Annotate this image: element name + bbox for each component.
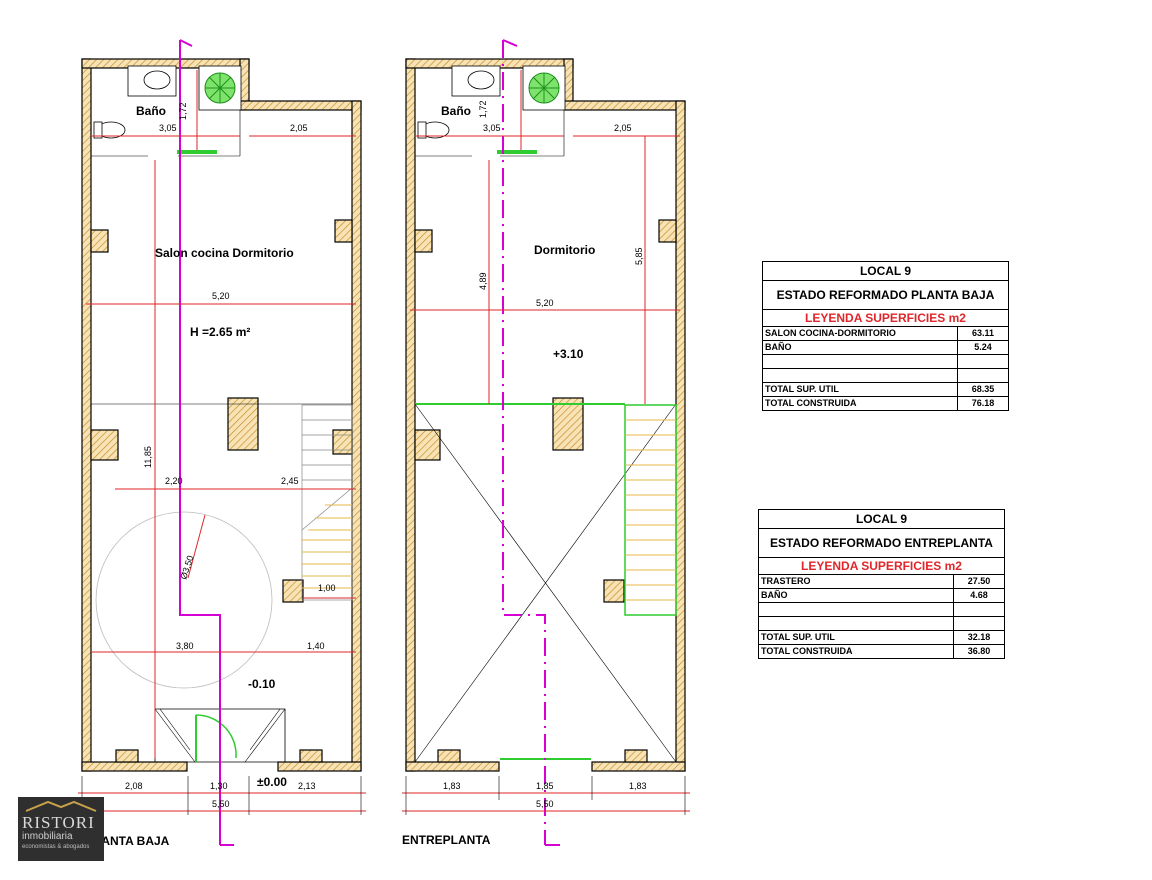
row-label: BAÑO (763, 341, 958, 354)
turning-circle (95, 511, 273, 689)
dim-mezz-183b: 1,83 (629, 781, 647, 791)
dim-ground-172: 1,72 (178, 102, 188, 120)
logo-sub: inmobiliaria (22, 831, 73, 842)
ground-bathroom (91, 65, 242, 157)
dim-mezz-585: 5,85 (634, 247, 644, 265)
ground-main-room-label: Salon cocina Dormitorio (155, 246, 294, 260)
table-row: BAÑO 5.24 (763, 341, 1008, 355)
table-title: LOCAL 9 (759, 510, 1004, 529)
table-row (763, 355, 1008, 369)
house-roof-icon (25, 800, 97, 812)
table-title: LOCAL 9 (763, 262, 1008, 281)
table-row: TOTAL SUP. UTIL 68.35 (763, 383, 1008, 397)
row-value: 5.24 (974, 342, 992, 352)
logo-small: economistas & abogados (22, 844, 90, 850)
ground-staircase (301, 404, 353, 601)
mezz-level-label: +3.10 (553, 347, 584, 361)
mezz-walls (405, 58, 686, 772)
table-legend: LEYENDA SUPERFICIES m2 (763, 310, 1008, 327)
mezz-plan-caption: ENTREPLANTA (402, 833, 491, 847)
row-label: BAÑO (759, 589, 954, 602)
dim-mezz-205: 2,05 (614, 123, 632, 133)
table-legend: LEYENDA SUPERFICIES m2 (759, 558, 1004, 575)
ground-floor-plan: Baño Salon cocina Dormitorio H =2.65 m² … (78, 39, 366, 846)
table-row: TRASTERO 27.50 (759, 575, 1004, 589)
dim-ground-220: 2,20 (165, 476, 183, 486)
ground-surface-table: LOCAL 9 ESTADO REFORMADO PLANTA BAJA LEY… (762, 261, 1009, 411)
row-value (958, 355, 1008, 368)
table-row: TOTAL SUP. UTIL 32.18 (759, 631, 1004, 645)
row-label (763, 355, 958, 368)
mezz-bath-label: Baño (441, 104, 471, 118)
mezz-surface-table: LOCAL 9 ESTADO REFORMADO ENTREPLANTA LEY… (758, 509, 1005, 659)
table-row: TOTAL CONSTRUIDA 36.80 (759, 645, 1004, 658)
row-label: TOTAL CONSTRUIDA (763, 397, 958, 410)
ground-level-inner: -0.10 (248, 677, 276, 691)
row-label: TOTAL SUP. UTIL (759, 631, 954, 644)
row-label: SALON COCINA-DORMITORIO (763, 327, 958, 340)
dim-mezz-183a: 1,83 (443, 781, 461, 791)
row-value (954, 603, 1004, 616)
table-row (759, 617, 1004, 631)
dim-mezz-489: 4,89 (478, 272, 488, 290)
ground-bath-label: Baño (136, 104, 166, 118)
row-value: 32.18 (967, 632, 991, 642)
dim-ground-100: 1,00 (318, 583, 336, 593)
dim-mezz-520: 5,20 (536, 298, 554, 308)
mezzanine-plan: Baño Dormitorio +3.10 1,72 3,05 2,05 5,2… (402, 39, 690, 846)
ground-height-label: H =2.65 m² (190, 325, 250, 339)
row-label (759, 603, 954, 616)
dim-ground-208: 2,08 (125, 781, 143, 791)
row-label (763, 369, 958, 382)
row-value (954, 617, 1004, 630)
mezz-main-room-label: Dormitorio (534, 243, 595, 257)
dim-mezz-185: 1,85 (536, 781, 554, 791)
mezz-void (414, 403, 677, 763)
mezz-section-line (502, 40, 546, 845)
ground-entrance (154, 708, 286, 763)
ground-walls (81, 58, 362, 772)
row-label (759, 617, 954, 630)
dim-ground-205: 2,05 (290, 123, 308, 133)
row-label: TOTAL CONSTRUIDA (759, 645, 954, 658)
row-label: TOTAL SUP. UTIL (763, 383, 958, 396)
row-value: 4.68 (970, 590, 988, 600)
dim-mezz-305: 3,05 (483, 123, 501, 133)
row-value: 36.80 (967, 646, 991, 656)
row-value: 63.11 (971, 328, 995, 338)
dim-ground-213: 2,13 (298, 781, 316, 791)
row-value: 76.18 (971, 398, 995, 408)
table-row: BAÑO 4.68 (759, 589, 1004, 603)
logo-brand: RISTORI (22, 813, 95, 832)
dim-ground-1185: 11,85 (143, 446, 153, 468)
table-row (763, 369, 1008, 383)
ground-level-entry: ±0.00 (257, 775, 287, 789)
dim-ground-305: 3,05 (159, 123, 177, 133)
section-line (179, 40, 221, 845)
mezz-dimension-lines (402, 70, 690, 815)
dim-ground-140: 1,40 (307, 641, 325, 651)
ground-dimension-lines (78, 70, 366, 815)
dim-ground-520: 5,20 (212, 291, 230, 301)
dim-mezz-172: 1,72 (478, 100, 488, 118)
ground-plan-caption: PLANTA BAJA (86, 834, 170, 848)
mezz-staircase (624, 404, 677, 616)
dim-mezz-550: 5,50 (536, 799, 554, 809)
mezz-bathroom (415, 65, 566, 157)
dim-ground-380: 3,80 (176, 641, 194, 651)
row-value: 27.50 (967, 576, 991, 586)
dim-ground-130: 1,30 (210, 781, 228, 791)
table-row (759, 603, 1004, 617)
dim-ground-245: 2,45 (281, 476, 299, 486)
table-subtitle: ESTADO REFORMADO ENTREPLANTA (759, 529, 1004, 558)
row-value: 68.35 (971, 384, 995, 394)
table-subtitle: ESTADO REFORMADO PLANTA BAJA (763, 281, 1008, 310)
table-row: TOTAL CONSTRUIDA 76.18 (763, 397, 1008, 410)
row-label: TRASTERO (759, 575, 954, 588)
table-row: SALON COCINA-DORMITORIO 63.11 (763, 327, 1008, 341)
company-logo: RISTORI inmobiliaria economistas & aboga… (18, 797, 104, 861)
row-value (958, 369, 1008, 382)
dim-ground-550: 5,50 (212, 799, 230, 809)
